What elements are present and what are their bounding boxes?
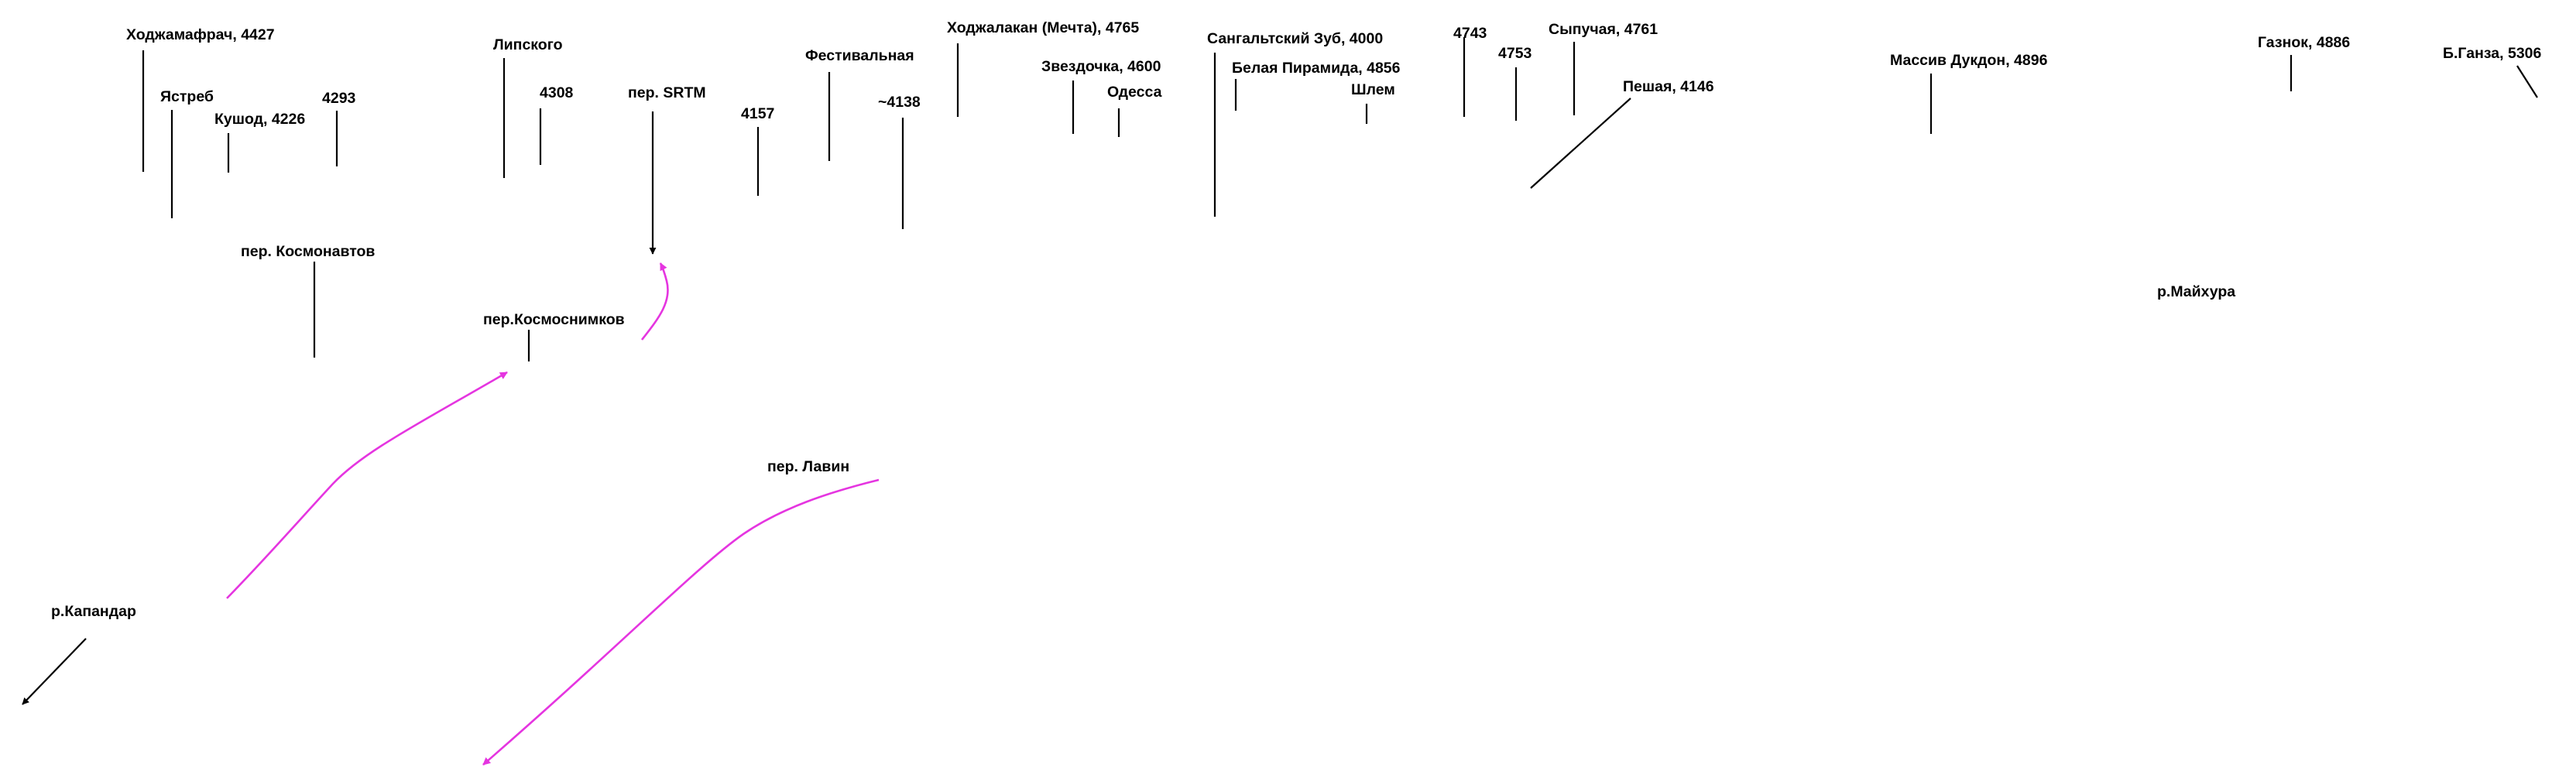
label-odessa: Одесса (1107, 84, 1162, 101)
label-pass-kosmosnimkov: пер.Космоснимков (483, 311, 625, 328)
arrow-river-kapandar (22, 638, 87, 705)
label-khodzhamafrach: Ходжамафрач, 4427 (126, 26, 275, 43)
label-peak-4157: 4157 (741, 105, 774, 122)
leader-b-ganza (2516, 65, 2538, 98)
label-peak-4753: 4753 (1498, 45, 1532, 62)
route-kapandar-to-kosmosnimkov (226, 371, 508, 599)
label-gaznok: Газнок, 4886 (2258, 34, 2350, 51)
route-lavin-descent (482, 478, 880, 765)
label-b-ganza: Б.Ганза, 5306 (2443, 45, 2542, 62)
label-khodzhalakan: Ходжалакан (Мечта), 4765 (947, 19, 1139, 36)
label-river-maykhura: р.Майхура (2157, 283, 2235, 300)
label-peak-4138: ~4138 (878, 94, 921, 111)
label-zvezdochka: Звездочка, 4600 (1041, 58, 1161, 75)
label-festivalnaya: Фестивальная (805, 47, 914, 64)
label-peak-4743: 4743 (1453, 25, 1487, 42)
label-kushod: Кушод, 4226 (214, 111, 305, 128)
label-sypuchaya: Сыпучая, 4761 (1549, 21, 1658, 38)
label-belaya-piramida: Белая Пирамида, 4856 (1232, 60, 1401, 77)
label-sangalt: Сангальтский Зуб, 4000 (1207, 30, 1383, 47)
label-pass-lavin: пер. Лавин (767, 458, 849, 475)
leader-peshaya (1530, 98, 1631, 189)
label-pass-srtm: пер. SRTM (628, 84, 706, 101)
label-peak-4293: 4293 (322, 90, 356, 107)
label-dukdon: Массив Дукдон, 4896 (1890, 52, 2048, 69)
label-peshaya: Пешая, 4146 (1623, 78, 1714, 95)
label-river-kapandar: р.Капандар (51, 603, 136, 620)
label-pass-kosmonavtov: пер. Космонавтов (241, 243, 375, 260)
label-shlem: Шлем (1351, 81, 1395, 98)
label-yastreb: Ястреб (160, 88, 214, 105)
route-to-srtm (640, 262, 669, 341)
label-peak-4308: 4308 (540, 84, 574, 101)
label-lipskogo: Липского (493, 36, 563, 53)
